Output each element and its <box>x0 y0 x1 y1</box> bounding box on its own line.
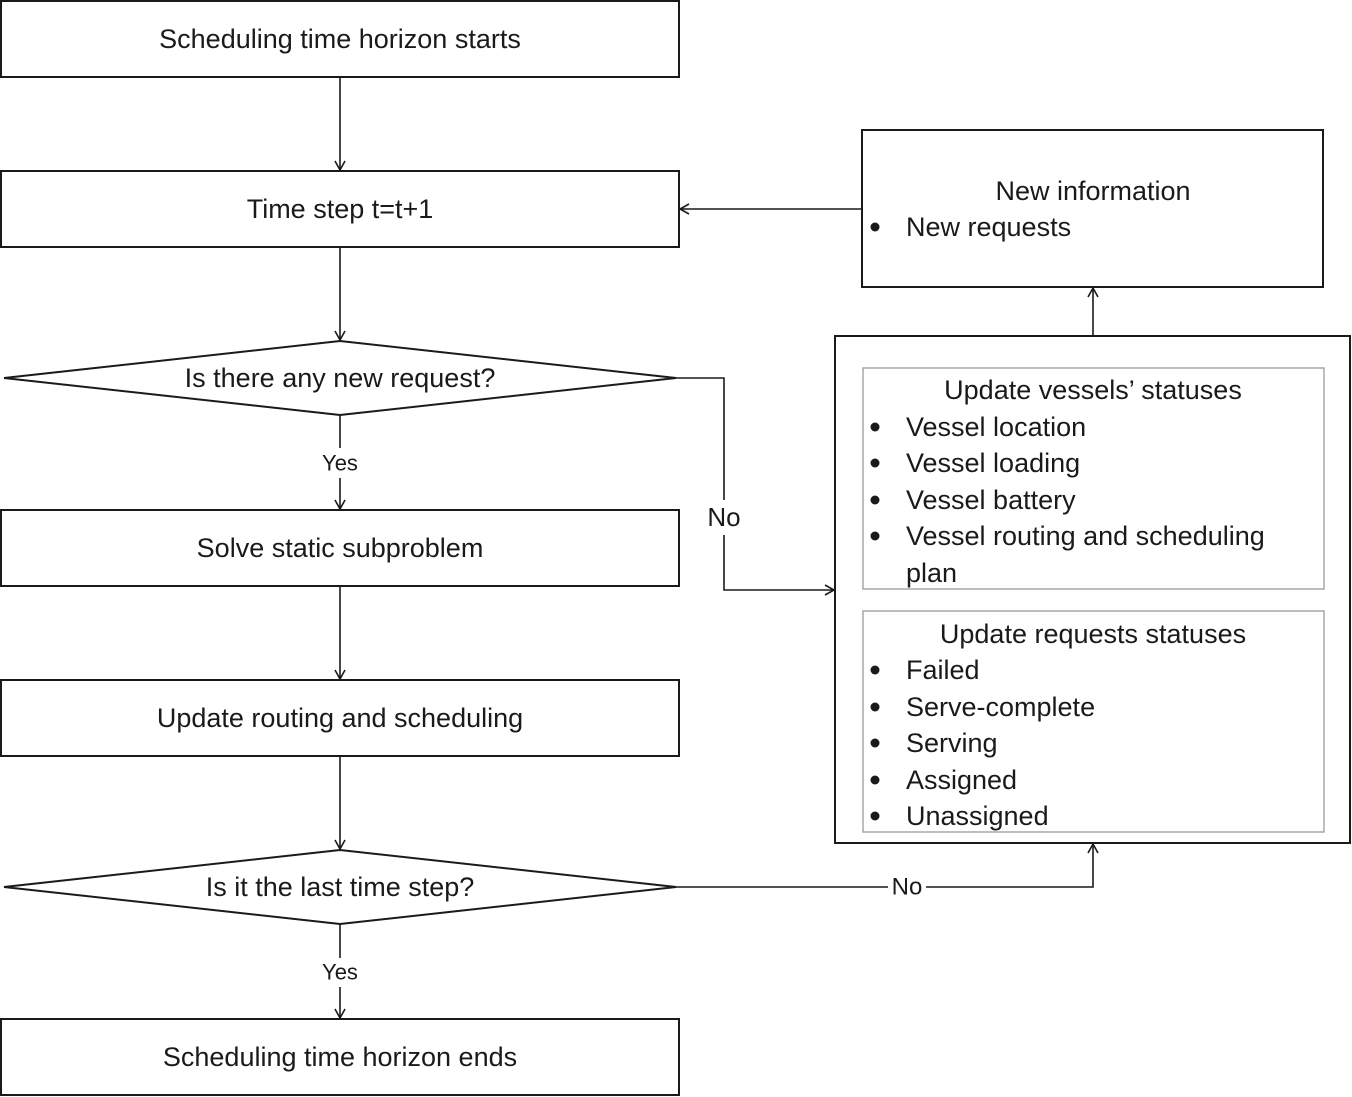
no-label-1: No <box>707 502 740 532</box>
time-step-text: Time step t=t+1 <box>247 194 434 224</box>
bullet <box>870 458 880 468</box>
vessels-item: Vessel battery <box>906 485 1076 515</box>
new-request-question: Is there any new request? <box>185 363 496 393</box>
vessels-status-box <box>862 367 1325 590</box>
new-information-box <box>861 129 1324 288</box>
solve-text: Solve static subproblem <box>197 533 484 563</box>
no-label-2: No <box>892 874 923 901</box>
vessels-item: Vessel routing and scheduling <box>906 521 1265 551</box>
vessels-item: Vessel location <box>906 412 1086 442</box>
bullet <box>870 222 880 232</box>
arrow-no1-bottom <box>723 535 836 596</box>
requests-item: Unassigned <box>906 801 1049 831</box>
end-text: Scheduling time horizon ends <box>163 1042 517 1072</box>
bullet <box>870 738 880 748</box>
bullet <box>870 495 880 505</box>
bullet <box>870 811 880 821</box>
requests-item: Assigned <box>906 765 1017 795</box>
yes-label-1: Yes <box>322 451 358 476</box>
yes-label-2: Yes <box>322 960 358 985</box>
vessels-item-continuation: plan <box>906 558 957 588</box>
new-info-title: New information <box>995 176 1190 206</box>
bullet <box>870 422 880 432</box>
last-step-question: Is it the last time step? <box>206 872 475 902</box>
requests-item: Failed <box>906 655 980 685</box>
bullet <box>870 702 880 712</box>
arrow-no1-top <box>676 377 725 500</box>
requests-item: Serving <box>906 728 998 758</box>
requests-item: Serve-complete <box>906 692 1095 722</box>
vessels-title: Update vessels’ statuses <box>944 375 1242 405</box>
update-routing-text: Update routing and scheduling <box>157 703 523 733</box>
bullet <box>870 775 880 785</box>
new-info-item: New requests <box>906 212 1071 242</box>
vessels-item: Vessel loading <box>906 448 1080 478</box>
requests-status-box <box>862 610 1325 833</box>
arrow-no2-right <box>926 842 1099 888</box>
start-text: Scheduling time horizon starts <box>159 24 521 54</box>
bullet <box>870 531 880 541</box>
bullet <box>870 665 880 675</box>
requests-title: Update requests statuses <box>940 619 1246 649</box>
